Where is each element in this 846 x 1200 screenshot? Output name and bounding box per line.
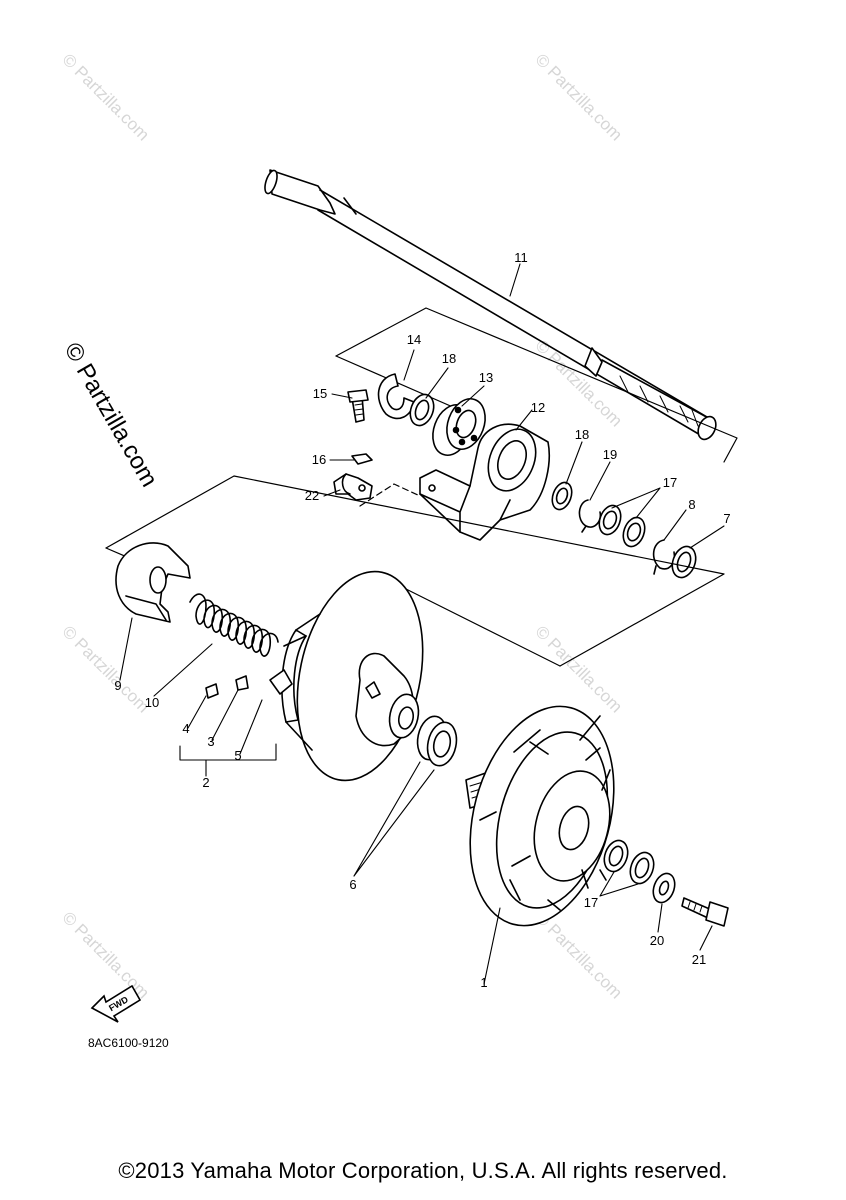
callout-5: 5 [234, 748, 242, 763]
callout-8: 8 [688, 497, 696, 512]
callout-17-upper: 17 [662, 475, 678, 490]
spring [189, 593, 279, 657]
diagram-code: 8AC6100-9120 [88, 1036, 169, 1050]
callout-2: 2 [202, 775, 210, 790]
fixed-sheave [465, 705, 615, 927]
callout-7: 7 [723, 511, 731, 526]
callout-4: 4 [182, 721, 190, 736]
washer-stack [551, 481, 697, 579]
fwd-arrow-icon [90, 984, 142, 1023]
callout-13: 13 [478, 370, 494, 385]
callout-22: 22 [304, 488, 320, 503]
callout-19: 19 [602, 447, 618, 462]
bearing [432, 398, 486, 456]
leader-lines [119, 263, 725, 985]
callout-9: 9 [114, 678, 122, 693]
callout-17-lower: 17 [583, 895, 599, 910]
circlip [377, 373, 415, 420]
callout-16: 16 [311, 452, 327, 467]
copyright-notice: ©2013 Yamaha Motor Corporation, U.S.A. A… [118, 1158, 728, 1183]
callout-11: 11 [514, 250, 528, 265]
callout-12: 12 [530, 400, 546, 415]
callout-14: 14 [406, 332, 422, 347]
flange-bolt [681, 897, 729, 927]
callout-10: 10 [144, 695, 160, 710]
bolt [347, 389, 369, 423]
bushings [416, 715, 458, 767]
bearing-housing [419, 423, 550, 541]
callout-20: 20 [649, 933, 665, 948]
drive-shaft [264, 169, 717, 441]
callout-6: 6 [349, 877, 357, 892]
callout-1: 1 [480, 975, 488, 990]
callout-15: 15 [312, 386, 328, 401]
callout-18-lower: 18 [574, 427, 590, 442]
spider-cam [115, 542, 191, 623]
callout-3: 3 [207, 734, 215, 749]
bracket [333, 473, 373, 501]
callout-18-upper: 18 [441, 351, 457, 366]
callout-21: 21 [691, 952, 707, 967]
movable-sheave [269, 570, 424, 782]
